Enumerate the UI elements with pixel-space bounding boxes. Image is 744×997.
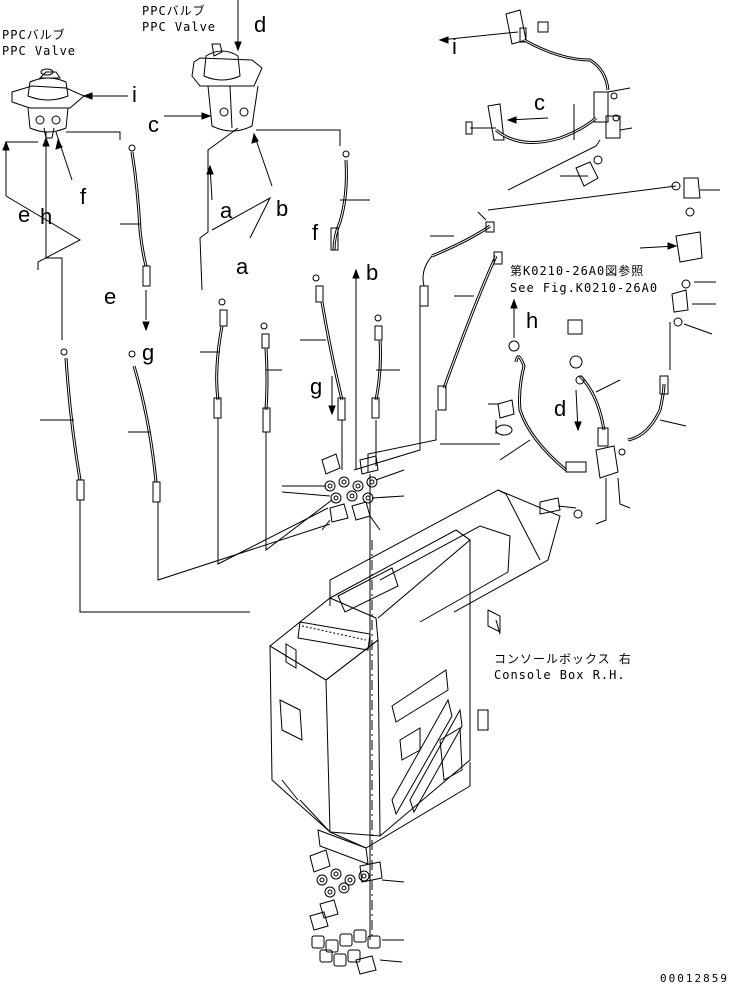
port-letter-e-left: e (18, 202, 31, 227)
drawing-number: 00012859 (660, 972, 729, 985)
hose-far-left (40, 348, 250, 613)
port-letter-i-right: i (452, 34, 457, 59)
port-letter-d-right: d (554, 396, 567, 421)
port-letter-b-low: b (366, 260, 379, 285)
hose-upper-left (120, 144, 151, 332)
port-letter-f-left: f (80, 184, 87, 209)
ppc-valve-right (164, 0, 263, 132)
ppc-valve-left (11, 68, 128, 139)
ppc-valve-left-label-jp: PPCバルブ (2, 28, 66, 42)
hose-second-left (128, 350, 331, 581)
port-letter-c-mid: c (148, 112, 159, 137)
port-letter-b-mid: b (276, 196, 289, 221)
left-valve-leaders (2, 131, 121, 340)
hose-b-low (352, 268, 400, 470)
box-leaders (368, 443, 500, 940)
ppc-valve-left-label-en: PPC Valve (2, 44, 77, 58)
hose-upper-mid (330, 150, 370, 251)
console-box-label-en: Console Box R.H. (494, 668, 626, 682)
hose-a-left (200, 298, 329, 565)
port-letter-f-mid: f (312, 220, 319, 245)
port-letter-a-low: a (236, 254, 249, 279)
port-letter-i-left: i (132, 82, 137, 107)
port-letter-g-center: g (310, 374, 323, 399)
see-fig-label-jp: 第K0210-26A0図参照 (510, 264, 645, 278)
port-letter-a-mid: a (220, 198, 233, 223)
port-letter-c-right: c (534, 90, 545, 115)
seal-cluster-upper (281, 453, 405, 531)
see-fig-label-en: See Fig.K0210-26A0 (510, 281, 659, 295)
fitting-column-right (487, 177, 720, 335)
ppc-valve-right-label-jp: PPCバルブ (142, 4, 206, 18)
right-valve-leaders (199, 127, 341, 291)
upper-right-assembly (438, 9, 633, 191)
port-letter-h-right: h (526, 308, 539, 333)
hose-right-lower (488, 298, 687, 525)
port-letter-d-top: d (254, 12, 267, 37)
console-box (269, 489, 561, 865)
hose-a-right (260, 322, 333, 552)
port-letter-g-low: g (142, 340, 155, 365)
port-letter-h-left: h (40, 204, 53, 229)
port-letter-e-low: e (104, 284, 117, 309)
hose-f-mid (300, 274, 346, 470)
seal-cluster-lower (309, 849, 405, 975)
ppc-valve-right-label-en: PPC Valve (142, 20, 217, 34)
console-box-label-jp: コンソールボックス 右 (494, 652, 632, 666)
hose-right-group (353, 211, 503, 472)
